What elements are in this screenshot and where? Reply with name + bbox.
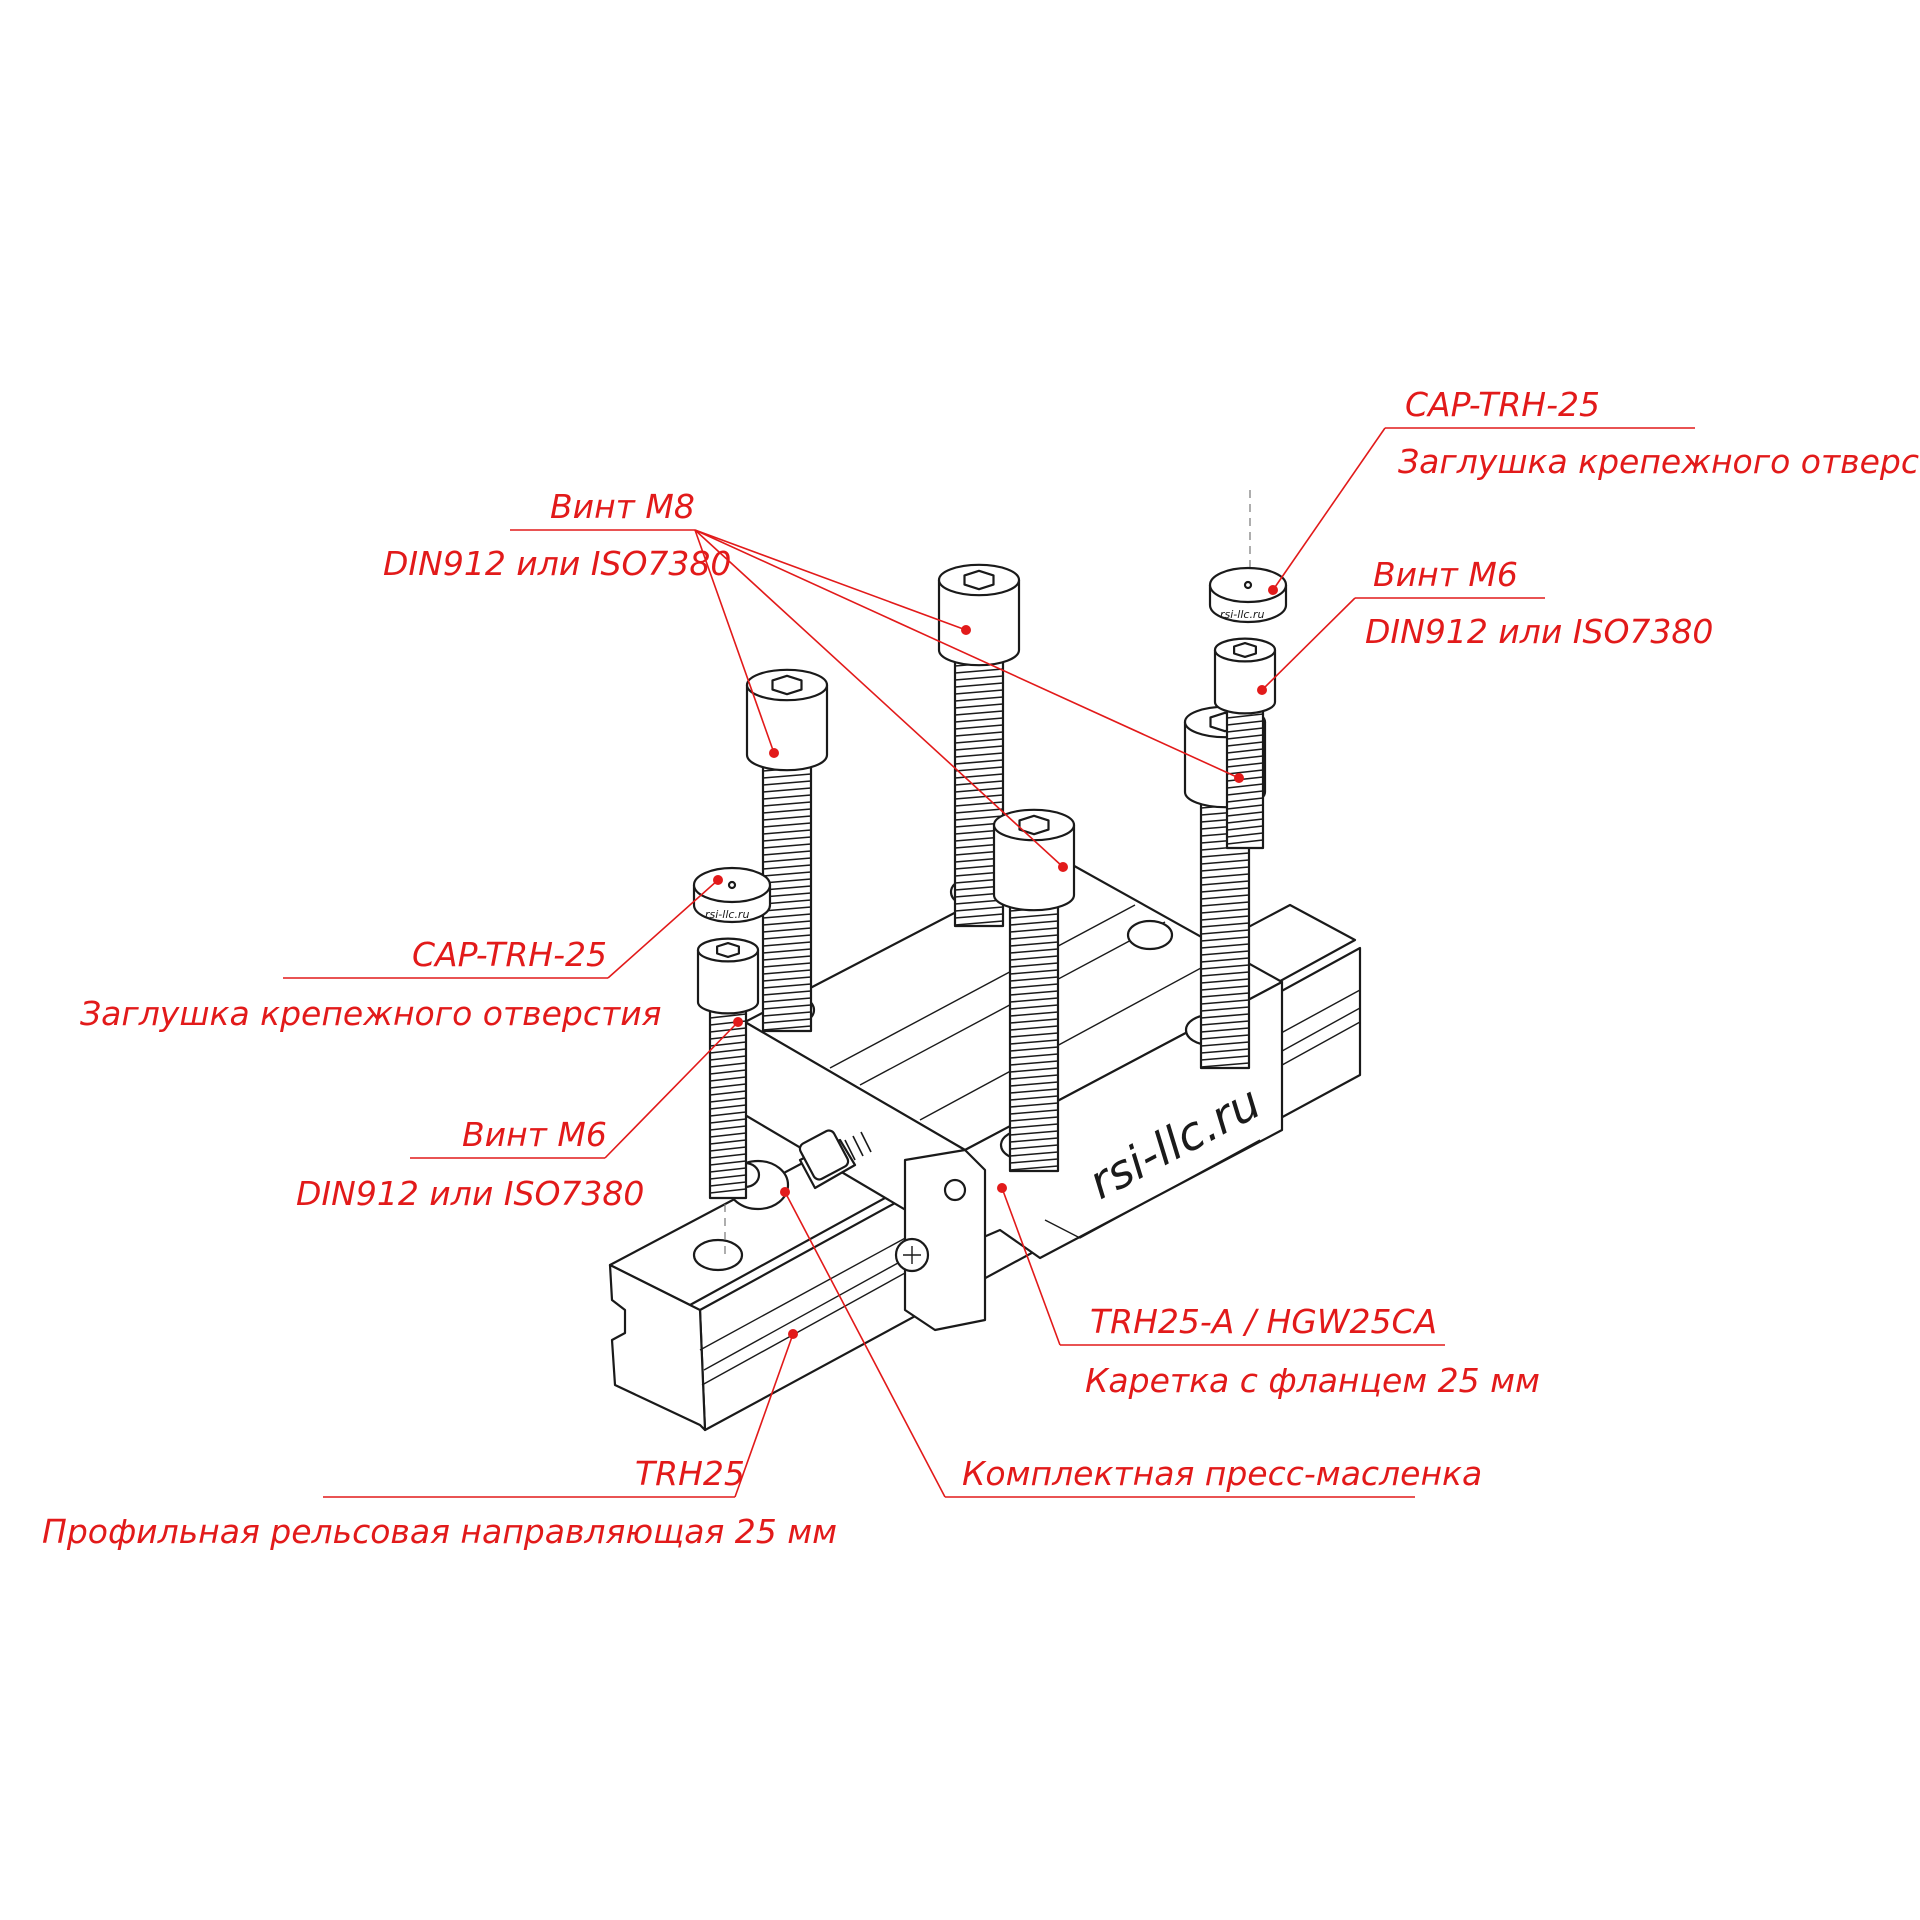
callout-cap-left: CAP-TRH-25 Заглушка крепежного отверстия [80,875,723,1033]
label-screw-m8-line1: Винт М8 [550,487,695,526]
label-cap-top-line2: Заглушка крепежного отверстия [1398,442,1920,481]
screw-m8-back-hex-socket [963,569,995,591]
label-carriage-line1: TRH25-A / HGW25CA [1090,1302,1437,1341]
label-rail-line1: TRH25 [635,1454,745,1493]
label-cap-top-line1: CAP-TRH-25 [1405,385,1600,424]
screw-m6-right-head [1213,650,1277,715]
cap-left: rsi-llc.ru [692,866,772,924]
screw-m8-front-left-hex-socket [771,674,803,696]
screw-m6-right [1213,637,1277,850]
screw-m8-back [937,563,1021,928]
label-screw-m6-right-line2: DIN912 или ISO7380 [1365,612,1713,651]
callout-rail: TRH25 Профильная рельсовая направляющая … [42,1329,837,1551]
screw-m6-left-head [696,950,760,1015]
screw-m8-front [992,808,1076,1173]
screw-m6-right-hex-socket [1232,641,1258,659]
label-grease-nipple: Комплектная пресс-масленка [962,1454,1482,1493]
label-screw-m6-left-line2: DIN912 или ISO7380 [296,1174,644,1213]
cap-top: rsi-llc.ru [1208,566,1288,624]
label-screw-m8-line2: DIN912 или ISO7380 [383,544,731,583]
screws-group [696,563,1277,1200]
screw-m8-front-left-head [745,685,829,772]
screw-m8-front-head [992,825,1076,912]
callout-screw-m6-left: Винт М6 DIN912 или ISO7380 [296,1017,743,1213]
label-cap-left-line1: CAP-TRH-25 [412,935,607,974]
label-screw-m6-right-line1: Винт М6 [1373,555,1518,594]
callout-grease-nipple: Комплектная пресс-масленка [780,1187,1482,1498]
label-carriage-line2: Каретка с фланцем 25 мм [1085,1361,1540,1400]
cap-top-brand: rsi-llc.ru [1220,608,1264,621]
screw-m8-front-hex-socket [1018,814,1050,836]
screw-m8-back-head [937,580,1021,667]
callout-carriage: TRH25-A / HGW25CA Каретка с фланцем 25 м… [997,1183,1540,1400]
screw-m6-left-hex-socket [715,941,741,959]
screw-m8-front-left [745,668,829,1033]
callout-screw-m6-right: Винт М6 DIN912 или ISO7380 [1257,555,1713,695]
callout-cap-top: CAP-TRH-25 Заглушка крепежного отверстия [1268,385,1920,595]
label-cap-left-line2: Заглушка крепежного отверстия [80,994,662,1033]
callout-screw-m8: Винт М8 DIN912 или ISO7380 [383,487,1244,872]
screw-m6-left [696,937,760,1200]
label-rail-line2: Профильная рельсовая направляющая 25 мм [42,1512,837,1551]
cap-left-brand: rsi-llc.ru [705,908,749,921]
screw-m6-left-shank [708,1006,748,1200]
label-screw-m6-left-line1: Винт М6 [462,1115,607,1154]
